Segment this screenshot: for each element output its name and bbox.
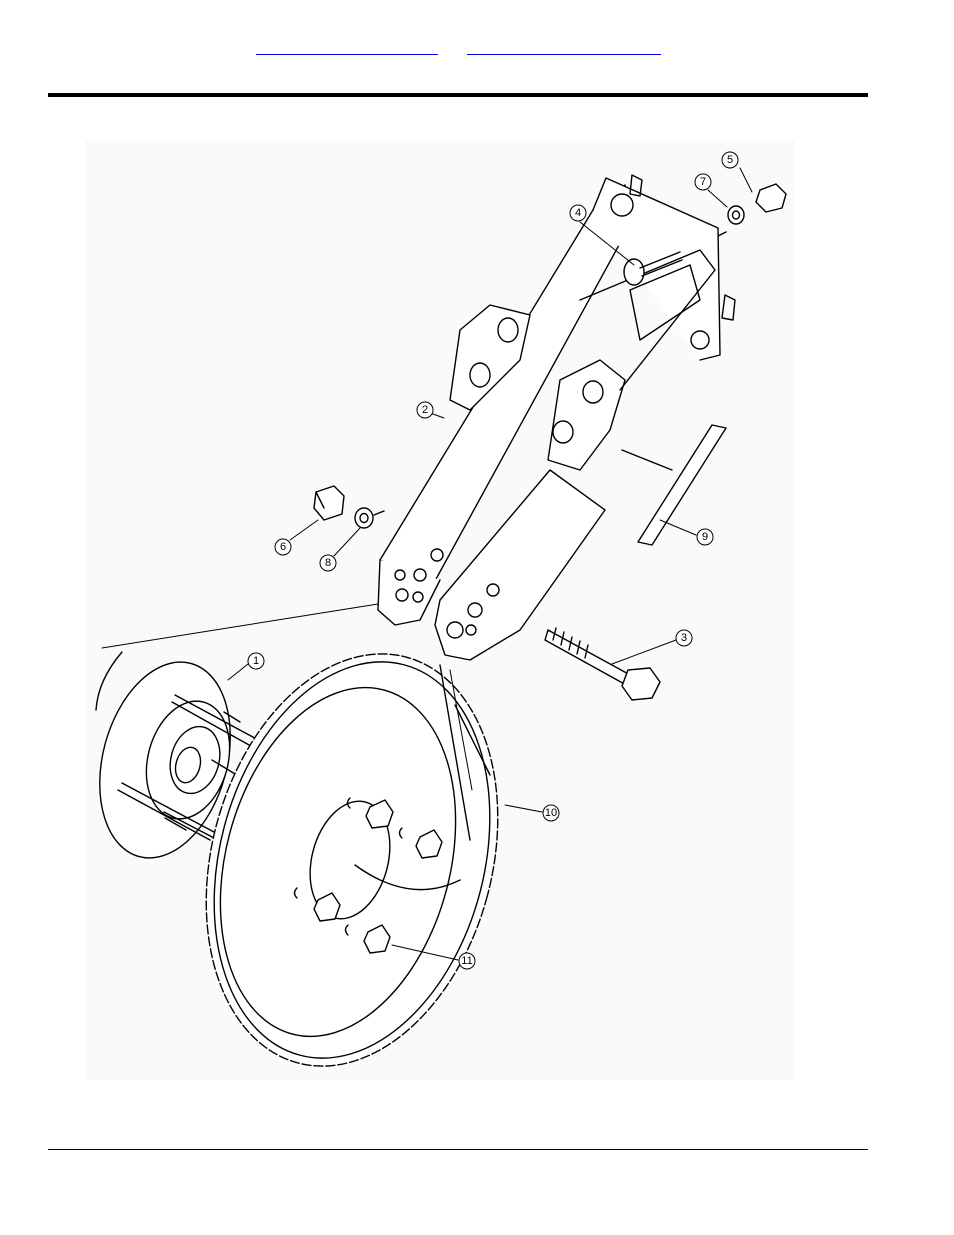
scraper-blade: [638, 425, 726, 545]
callout-9: 9: [697, 529, 713, 545]
svg-text:4: 4: [575, 207, 581, 219]
svg-text:1: 1: [253, 655, 259, 667]
side-nut-and-washer: [314, 486, 384, 528]
callout-4: 4: [570, 205, 586, 221]
svg-text:8: 8: [325, 557, 331, 569]
svg-text:11: 11: [461, 955, 472, 967]
svg-text:9: 9: [702, 531, 708, 543]
callout-1: 1: [248, 653, 264, 669]
callout-6: 6: [275, 539, 291, 555]
bolt: [545, 628, 660, 700]
callout-10: 10: [543, 805, 559, 821]
callout-3: 3: [676, 630, 692, 646]
bottom-rule: [48, 1149, 868, 1150]
shank-bracket: [378, 175, 735, 660]
callout-7: 7: [695, 174, 711, 190]
svg-text:10: 10: [545, 807, 557, 819]
svg-text:3: 3: [681, 632, 687, 644]
callout-8: 8: [320, 555, 336, 571]
callout-5: 5: [722, 152, 738, 168]
svg-text:2: 2: [422, 404, 428, 416]
callout-11: 11: [459, 953, 475, 969]
svg-text:6: 6: [280, 541, 286, 553]
callout-2: 2: [417, 402, 433, 418]
svg-text:5: 5: [727, 154, 733, 166]
svg-text:7: 7: [700, 176, 706, 188]
